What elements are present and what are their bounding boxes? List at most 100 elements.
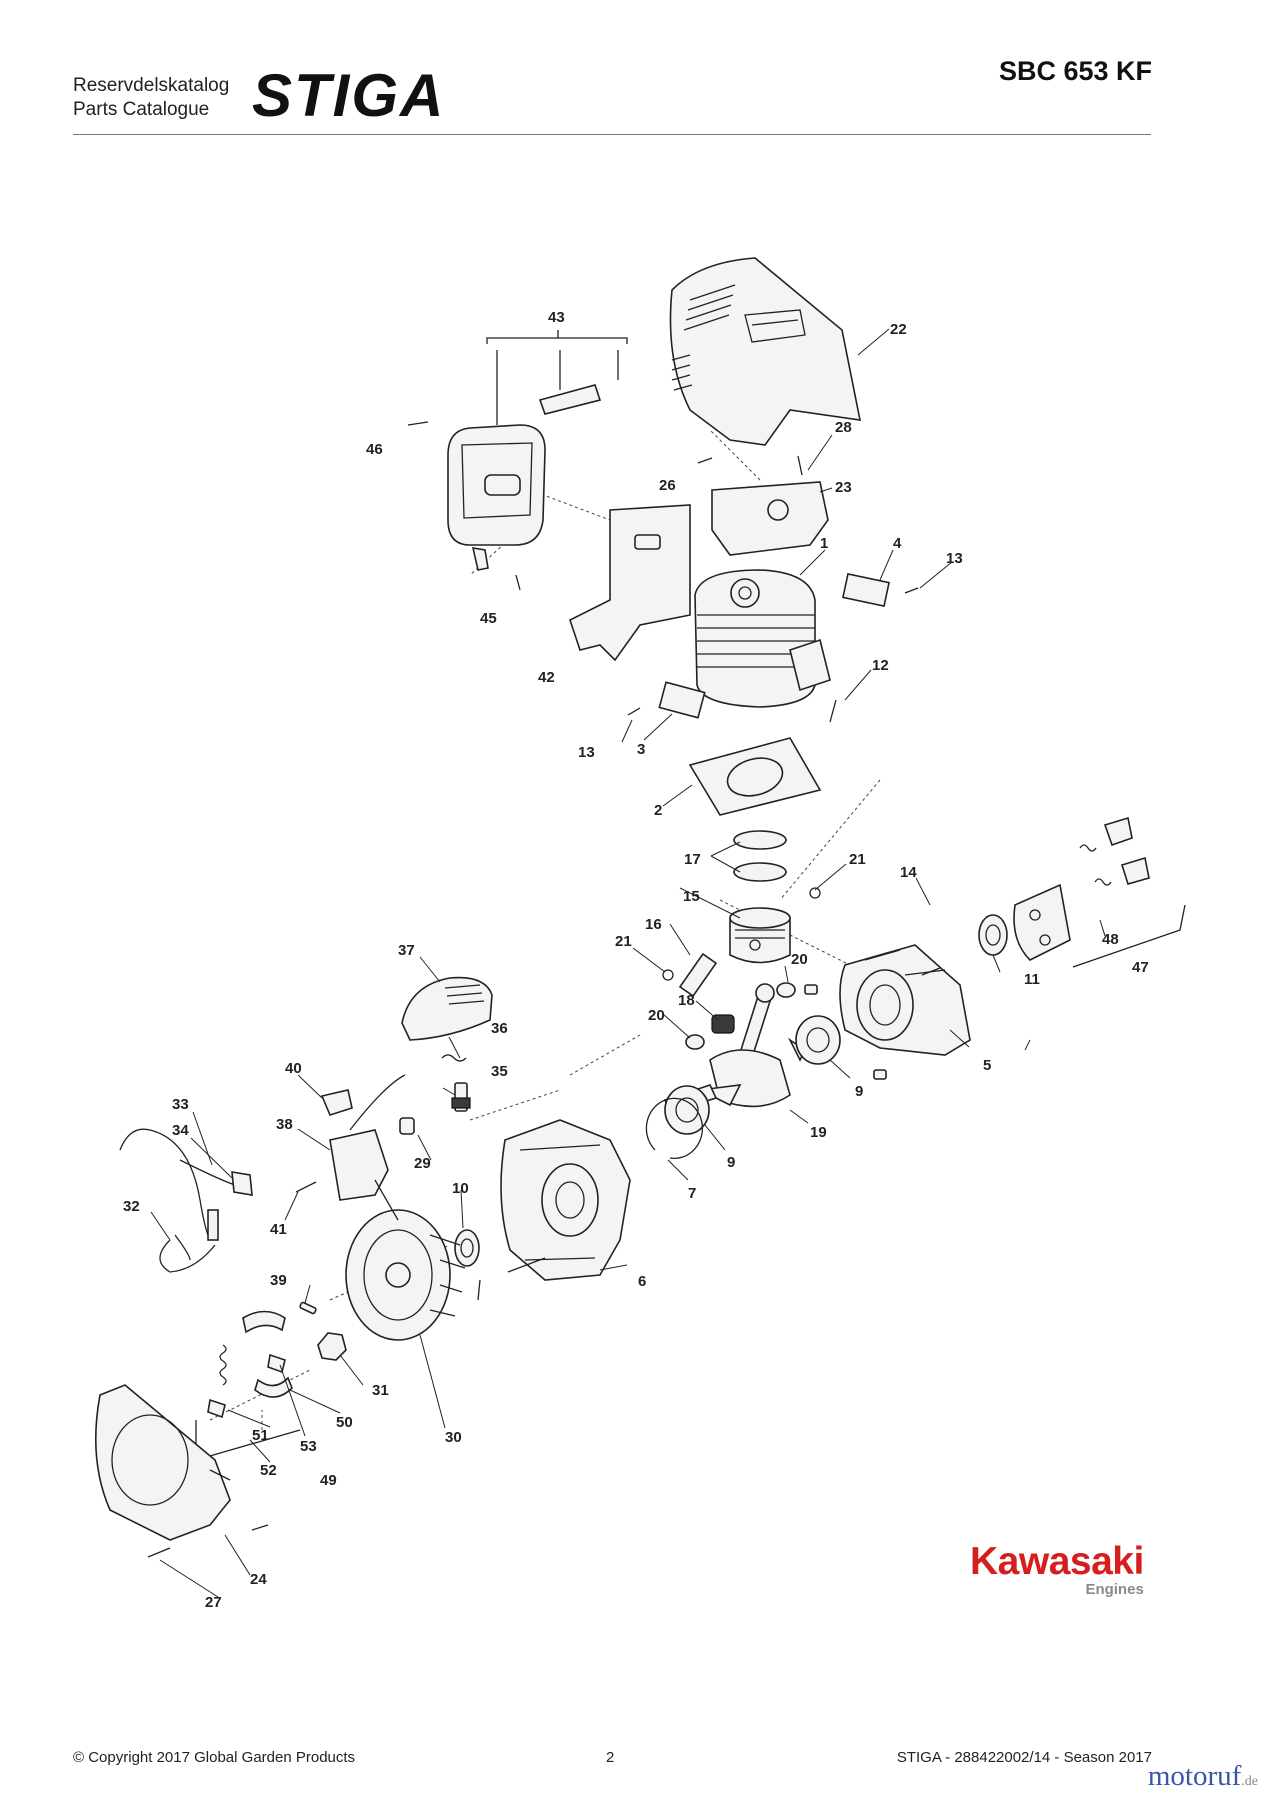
- svg-text:STIGA: STIGA: [252, 66, 445, 124]
- part-cylinder-cover: [669, 257, 862, 446]
- callout-40: 40: [285, 1060, 302, 1077]
- callout-18: 18: [678, 992, 695, 1009]
- callout-42: 42: [538, 669, 555, 686]
- callout-36: 36: [491, 1020, 508, 1037]
- callout-48: 48: [1102, 931, 1119, 948]
- part-heat-shield: [711, 481, 829, 556]
- callout-9-right: 9: [855, 1083, 863, 1100]
- callout-29: 29: [414, 1155, 431, 1172]
- part-snap-ring: [645, 1097, 703, 1160]
- part-crankcase-right: [839, 944, 971, 1056]
- callout-5: 5: [983, 1057, 991, 1074]
- header-rule: [73, 134, 1151, 135]
- callout-13-left: 13: [578, 744, 595, 761]
- exploded-parts-diagram: 1 2 3 4 5 6 7 9 9 10 11 12 13 13 14 15 1…: [94, 257, 1186, 1611]
- part-exhaust-gasket: [842, 572, 890, 608]
- part-gasket-screw-left: [627, 707, 641, 716]
- callout-20-right: 20: [791, 951, 808, 968]
- assembly-lines: [209, 429, 941, 1430]
- callout-31: 31: [372, 1382, 389, 1399]
- footer-copyright: © Copyright 2017 Global Garden Products: [73, 1749, 356, 1766]
- part-dowel-pin-lower: [873, 1069, 887, 1080]
- part-crankcase-screw: [921, 967, 941, 976]
- callout-21-left: 21: [615, 933, 632, 950]
- part-piston-pin: [678, 952, 718, 998]
- part-throttle-screw: [295, 1181, 317, 1193]
- part-thrust-washer-right: [776, 982, 796, 998]
- part-crankcase-bolt-small: [477, 1279, 481, 1301]
- callout-2: 2: [654, 802, 662, 819]
- callout-26: 26: [659, 477, 676, 494]
- callout-22: 22: [890, 321, 907, 338]
- callout-51: 51: [252, 1427, 269, 1444]
- part-piston: [729, 907, 791, 964]
- callout-21-right: 21: [849, 851, 866, 868]
- part-throttle-housing: [329, 1074, 406, 1221]
- part-flywheel-nut: [317, 1332, 347, 1361]
- callout-17: 17: [684, 851, 701, 868]
- catalog-title-en: Parts Catalogue: [73, 99, 210, 120]
- callout-34: 34: [172, 1122, 189, 1139]
- part-muffler-gasket: [569, 504, 691, 662]
- callout-43: 43: [548, 309, 565, 326]
- part-cylinder-bolt: [829, 699, 837, 723]
- watermark-text: motoruf: [1147, 1760, 1242, 1792]
- part-flywheel-clutch-group: [195, 1310, 301, 1461]
- part-muffler: [447, 330, 628, 571]
- callout-37: 37: [398, 942, 415, 959]
- part-starter-pin: [251, 1524, 269, 1531]
- callout-30: 30: [445, 1429, 462, 1446]
- part-flywheel: [345, 1209, 466, 1341]
- callout-15: 15: [683, 888, 700, 905]
- callout-12: 12: [872, 657, 889, 674]
- part-starter-screw: [147, 1547, 171, 1558]
- leader-lines: [150, 328, 1106, 1598]
- part-air-filter-cover: [401, 976, 493, 1041]
- kawasaki-name: Kawasaki: [970, 1540, 1144, 1583]
- kawasaki-logo: Kawasaki Engines: [970, 1542, 1144, 1598]
- part-thrust-washer-left: [685, 1034, 705, 1050]
- callout-49: 49: [320, 1472, 337, 1489]
- part-piston-ring-bottom: [733, 862, 787, 882]
- part-base-gasket: [688, 737, 822, 816]
- part-crankcase-left: [500, 1119, 631, 1281]
- callout-27: 27: [205, 1594, 222, 1611]
- part-cover-bolt: [797, 455, 803, 476]
- callout-50: 50: [336, 1414, 353, 1431]
- callout-46: 46: [366, 441, 383, 458]
- callout-11: 11: [1024, 971, 1040, 988]
- callout-41: 41: [270, 1221, 287, 1238]
- callout-1: 1: [820, 535, 828, 552]
- part-dowel-pin-upper: [804, 984, 818, 995]
- callout-47: 47: [1132, 959, 1149, 976]
- callout-38: 38: [276, 1116, 293, 1133]
- kawasaki-sub: Engines: [1085, 1581, 1144, 1598]
- watermark: motoruf.de: [1148, 1760, 1258, 1793]
- part-bearing-right: [795, 1015, 841, 1065]
- part-ignition-wiring: [119, 1128, 253, 1273]
- part-throttle-trigger: [320, 1089, 353, 1116]
- callout-14: 14: [900, 864, 917, 881]
- part-cover-clip: [441, 1054, 467, 1062]
- part-clutch-assembly: [1013, 816, 1186, 968]
- part-spacer-sleeve: [399, 1117, 415, 1135]
- part-starter-housing: [94, 1384, 231, 1541]
- callout-28: 28: [835, 419, 852, 436]
- part-woodruff-key: [299, 1301, 317, 1315]
- part-oil-seal-right: [978, 914, 1008, 956]
- callout-7: 7: [688, 1185, 696, 1202]
- callout-45: 45: [480, 610, 497, 627]
- callout-23: 23: [835, 479, 852, 496]
- part-circlip-right: [809, 887, 821, 899]
- part-piston-ring-top: [733, 830, 787, 850]
- callout-52: 52: [260, 1462, 277, 1479]
- part-cylinder: [694, 569, 831, 708]
- part-cover-screw: [697, 457, 713, 464]
- callout-35: 35: [491, 1063, 508, 1080]
- part-crankcase-bolt: [507, 1257, 546, 1273]
- model-name: SBC 653 KF: [998, 56, 1152, 86]
- callout-39: 39: [270, 1272, 287, 1289]
- part-muffler-screw: [515, 574, 521, 591]
- callout-53: 53: [300, 1438, 317, 1455]
- callout-16: 16: [645, 916, 662, 933]
